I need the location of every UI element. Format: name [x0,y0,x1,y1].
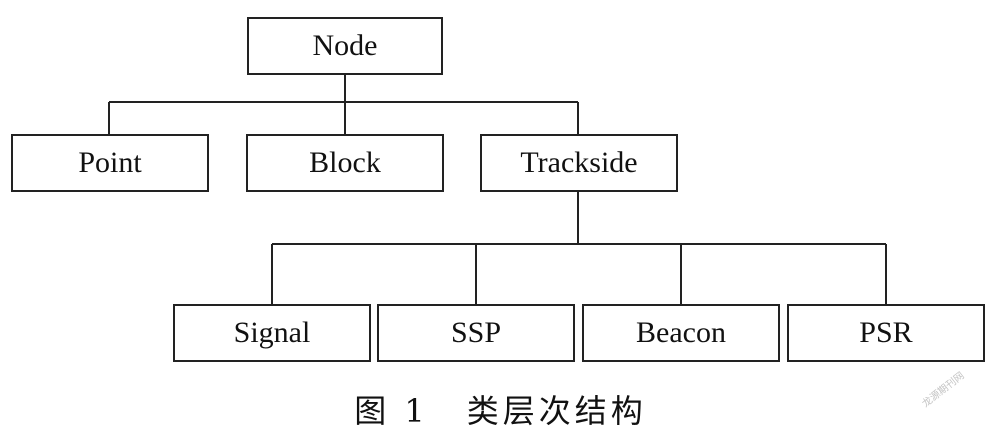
node-label-block: Block [309,146,381,179]
figure-caption: 图 1 类层次结构 [0,386,1001,432]
node-box-trackside: Trackside [480,134,678,192]
node-box-block: Block [246,134,444,192]
node-box-point: Point [11,134,209,192]
figure-number: 图 1 [354,392,429,430]
node-box-signal: Signal [173,304,371,362]
node-label-signal: Signal [233,316,311,349]
node-label-psr: PSR [859,316,913,349]
node-label-root: Node [312,29,378,62]
node-label-beacon: Beacon [636,316,726,349]
node-box-root: Node [247,17,443,75]
figure-title: 类层次结构 [466,392,647,430]
node-box-beacon: Beacon [582,304,780,362]
node-label-point: Point [78,146,142,179]
node-box-ssp: SSP [377,304,575,362]
node-label-trackside: Trackside [520,146,638,179]
node-label-ssp: SSP [450,316,502,349]
node-box-psr: PSR [787,304,985,362]
